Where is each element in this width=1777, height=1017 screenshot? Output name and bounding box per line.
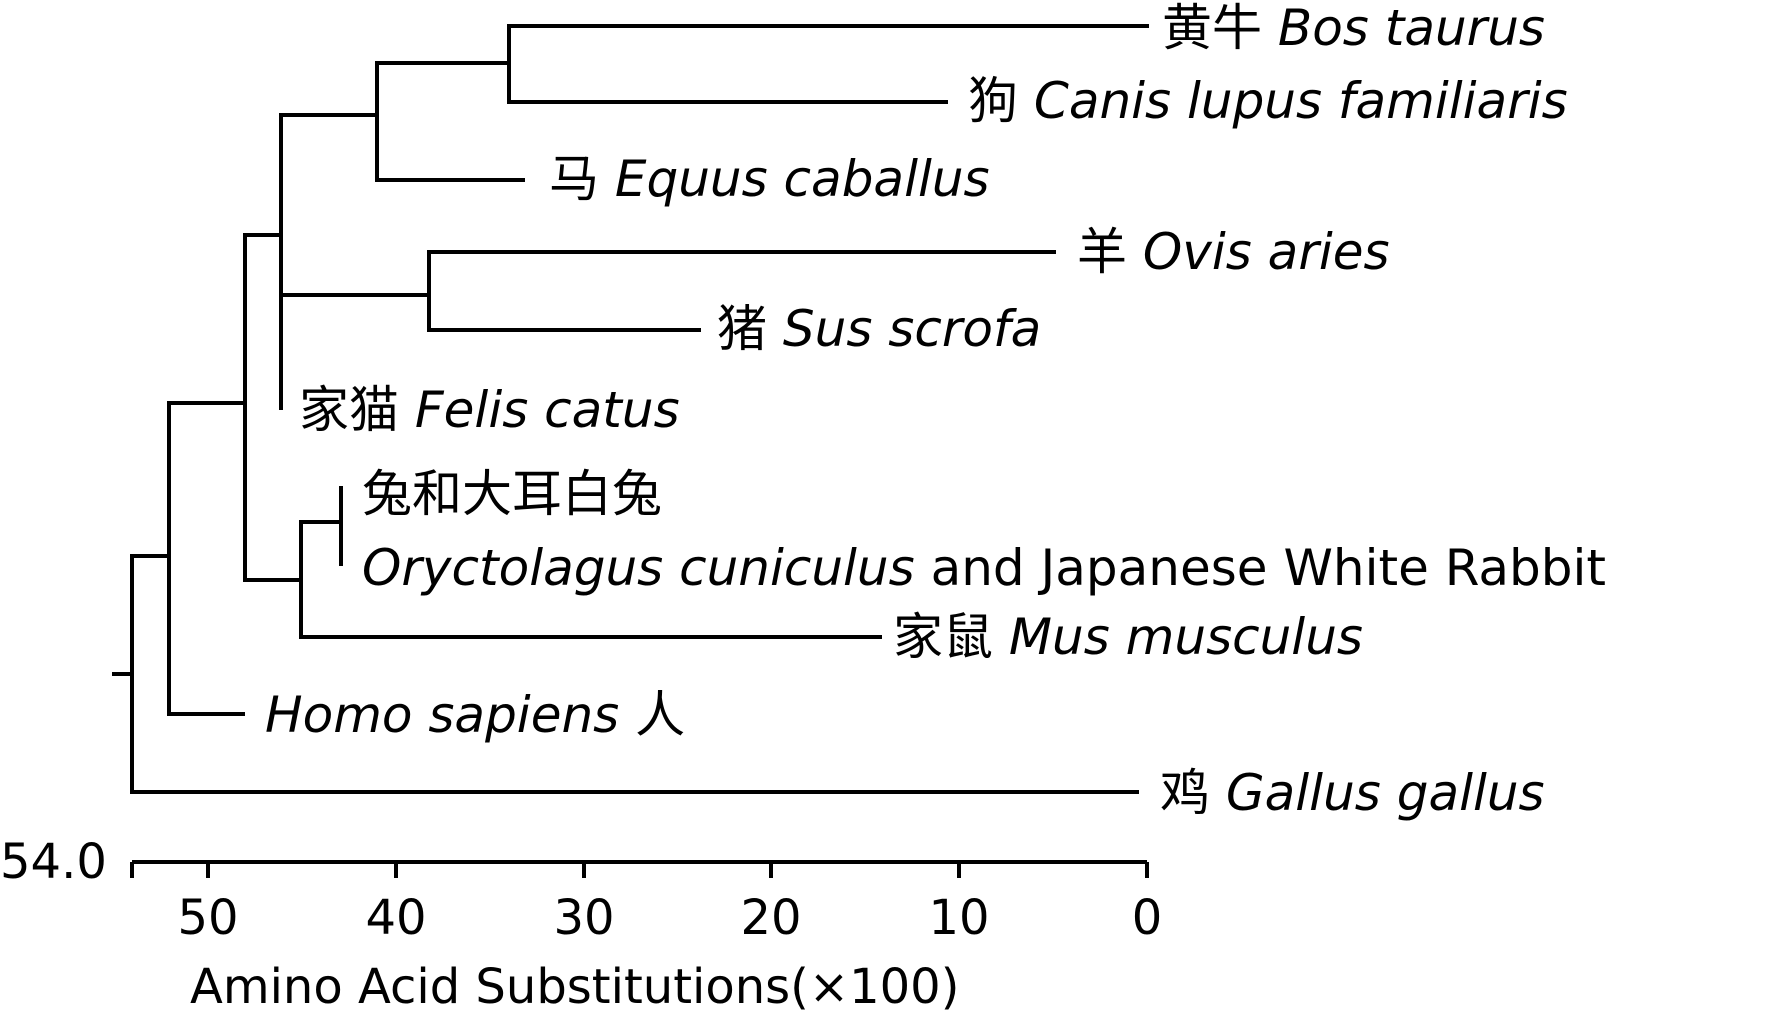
leaf-label-mus: 家鼠 Mus musculus <box>893 608 1363 666</box>
leaf-label-felis: 家猫 Felis catus <box>299 381 680 439</box>
axis-tick-label-30: 30 <box>553 890 614 946</box>
leaf-label-sus: 猪 Sus scrofa <box>717 300 1041 358</box>
axis-tick-label-50: 50 <box>177 890 238 946</box>
axis-root-label: 54.0 <box>0 834 107 890</box>
leaf-labels: 黄牛 Bos taurus 狗 Canis lupus familiaris 马… <box>265 0 1606 822</box>
leaf-label-ovis: 羊 Ovis aries <box>1077 223 1390 281</box>
leaf-label-homo: Homo sapiens 人 <box>265 686 685 744</box>
axis-tick-label-10: 10 <box>928 890 989 946</box>
leaf-label-gallus: 鸡 Gallus gallus <box>1160 764 1545 822</box>
axis-tick-label-20: 20 <box>740 890 801 946</box>
leaf-label-rabbit-cn: 兔和大耳白兔 <box>362 465 662 523</box>
substitution-axis: 54.0 50 40 30 20 10 0 Amino Acid Substit… <box>0 834 1162 1015</box>
leaf-label-rabbit-latin: Oryctolagus cuniculus and Japanese White… <box>362 539 1606 597</box>
leaf-label-bos: 黄牛 Bos taurus <box>1162 0 1545 57</box>
axis-tick-label-0: 0 <box>1132 890 1163 946</box>
axis-tick-label-40: 40 <box>365 890 426 946</box>
tree-branches <box>112 24 1149 794</box>
axis-title: Amino Acid Substitutions(×100) <box>190 959 959 1015</box>
leaf-label-canis: 狗 Canis lupus familiaris <box>968 72 1568 130</box>
leaf-label-equus: 马 Equus caballus <box>549 150 990 208</box>
